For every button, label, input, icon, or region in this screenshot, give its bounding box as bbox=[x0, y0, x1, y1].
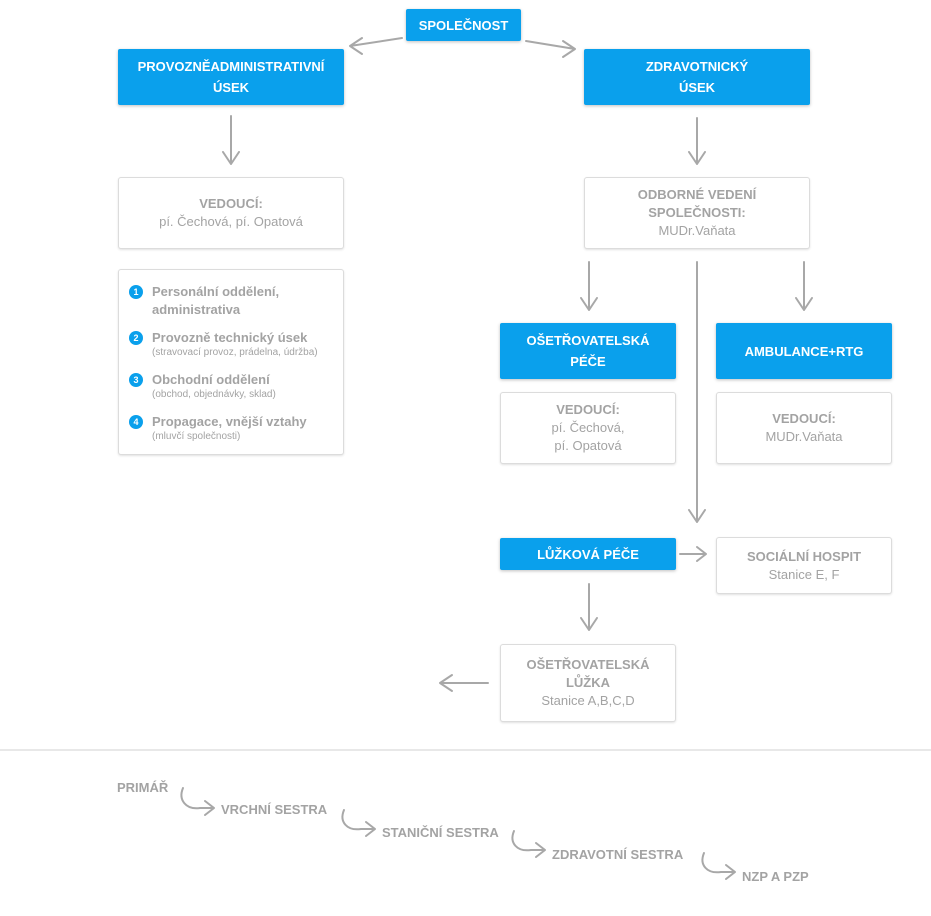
nursing-beds-line1: OŠETŘOVATELSKÁ bbox=[526, 657, 650, 672]
nursing-beds-line2: LŮŽKA bbox=[565, 675, 611, 690]
arrow-expert-ambulance bbox=[795, 261, 813, 311]
admin-lead-box: VEDOUCÍ: pí. Čechová, pí. Opatová bbox=[118, 177, 344, 249]
unit-title-cont: administrativa bbox=[152, 302, 241, 317]
chain-item-zdravotni-sestra: ZDRAVOTNÍ SESTRA bbox=[552, 847, 684, 862]
admin-units-list: 1 Personální oddělení, administrativa 2 … bbox=[118, 269, 344, 455]
social-title: SOCIÁLNÍ HOSPIT bbox=[746, 548, 862, 564]
number-badge: 1 bbox=[129, 285, 143, 299]
unit-title: Obchodní oddělení bbox=[152, 372, 270, 387]
unit-title: Propagace, vnější vztahy bbox=[152, 414, 307, 429]
arrow-right-down bbox=[688, 117, 706, 165]
unit-subtitle: (stravovací provoz, prádelna, údržba) bbox=[152, 347, 318, 358]
number-badge: 4 bbox=[129, 415, 143, 429]
nursing-care-line1: OŠETŘOVATELSKÁ bbox=[526, 333, 650, 348]
medical-dept-line1: ZDRAVOTNICKÝ bbox=[645, 59, 749, 74]
unit-subtitle: (mluvčí společnosti) bbox=[152, 431, 241, 442]
arrow-bedcare-down bbox=[580, 583, 598, 631]
arrow-top-right bbox=[525, 40, 576, 58]
bed-care-node: LŮŽKOVÁ PÉČE bbox=[500, 538, 676, 570]
bed-care-label: LŮŽKOVÁ PÉČE bbox=[537, 546, 639, 562]
ambulance-node: AMBULANCE+RTG bbox=[716, 323, 892, 379]
ambulance-lead-box: VEDOUCÍ: MUDr.Vaňata bbox=[716, 392, 892, 464]
ambulance-lead-title: VEDOUCÍ: bbox=[772, 411, 836, 426]
chain-item-stanicni-sestra: STANIČNÍ SESTRA bbox=[382, 825, 499, 840]
arrow-bedcare-social bbox=[679, 546, 707, 562]
company-label: SPOLEČNOST bbox=[418, 17, 509, 33]
nursing-lead-box: VEDOUCÍ: pí. Čechová, pí. Opatová bbox=[500, 392, 676, 464]
unit-title: Personální oddělení, bbox=[152, 284, 280, 299]
expert-line1: ODBORNÉ VEDENÍ bbox=[637, 187, 757, 202]
chain-arrow-3 bbox=[511, 830, 546, 858]
nursing-care-node: OŠETŘOVATELSKÁ PÉČE bbox=[500, 323, 676, 379]
arrow-beds-left bbox=[439, 674, 489, 692]
nursing-care-line2: PÉČE bbox=[570, 354, 606, 369]
medical-dept-line2: ÚSEK bbox=[678, 80, 716, 95]
nursing-beds-sub: Stanice A,B,C,D bbox=[541, 693, 635, 708]
arrow-expert-bedcare bbox=[688, 261, 706, 523]
arrow-expert-nursing bbox=[580, 261, 598, 311]
expert-name: MUDr.Vaňata bbox=[658, 223, 736, 238]
chain-item-vrchni-sestra: VRCHNÍ SESTRA bbox=[221, 802, 328, 817]
ambulance-label: AMBULANCE+RTG bbox=[744, 343, 864, 359]
chain-item-primar: PRIMÁŘ bbox=[117, 780, 169, 795]
chain-arrow-2 bbox=[341, 809, 376, 837]
company-node: SPOLEČNOST bbox=[406, 9, 521, 41]
nursing-lead-line1: pí. Čechová, bbox=[551, 420, 625, 435]
unit-subtitle: (obchod, objednávky, sklad) bbox=[152, 389, 276, 400]
social-sub: Stanice E, F bbox=[768, 566, 840, 582]
nursing-lead-title: VEDOUCÍ: bbox=[556, 402, 620, 417]
chain-arrow-1 bbox=[180, 787, 215, 816]
social-hospit-box: SOCIÁLNÍ HOSPIT Stanice E, F bbox=[716, 537, 892, 594]
medical-dept-node: ZDRAVOTNICKÝ ÚSEK bbox=[584, 49, 810, 105]
admin-dept-node: PROVOZNĚADMINISTRATIVNÍ ÚSEK bbox=[118, 49, 344, 105]
ambulance-lead-name: MUDr.Vaňata bbox=[765, 429, 843, 444]
expert-line2: SPOLEČNOSTI: bbox=[648, 205, 746, 220]
admin-dept-line1: PROVOZNĚADMINISTRATIVNÍ bbox=[137, 59, 325, 74]
chain-item-nzp-pzp: NZP A PZP bbox=[742, 869, 809, 884]
unit-title: Provozně technický úsek bbox=[152, 330, 308, 345]
arrow-top-left bbox=[349, 37, 403, 55]
number-badge: 3 bbox=[129, 373, 143, 387]
admin-lead-title: VEDOUCÍ: bbox=[199, 196, 263, 211]
nursing-lead-line2: pí. Opatová bbox=[554, 438, 622, 453]
arrow-left-down bbox=[222, 115, 240, 165]
chain-arrow-4 bbox=[701, 852, 736, 880]
number-badge: 2 bbox=[129, 331, 143, 345]
admin-dept-line2: ÚSEK bbox=[212, 80, 250, 95]
admin-lead-names: pí. Čechová, pí. Opatová bbox=[159, 214, 303, 229]
expert-management-box: ODBORNÉ VEDENÍ SPOLEČNOSTI: MUDr.Vaňata bbox=[584, 177, 810, 249]
nursing-beds-box: OŠETŘOVATELSKÁ LŮŽKA Stanice A,B,C,D bbox=[500, 644, 676, 722]
